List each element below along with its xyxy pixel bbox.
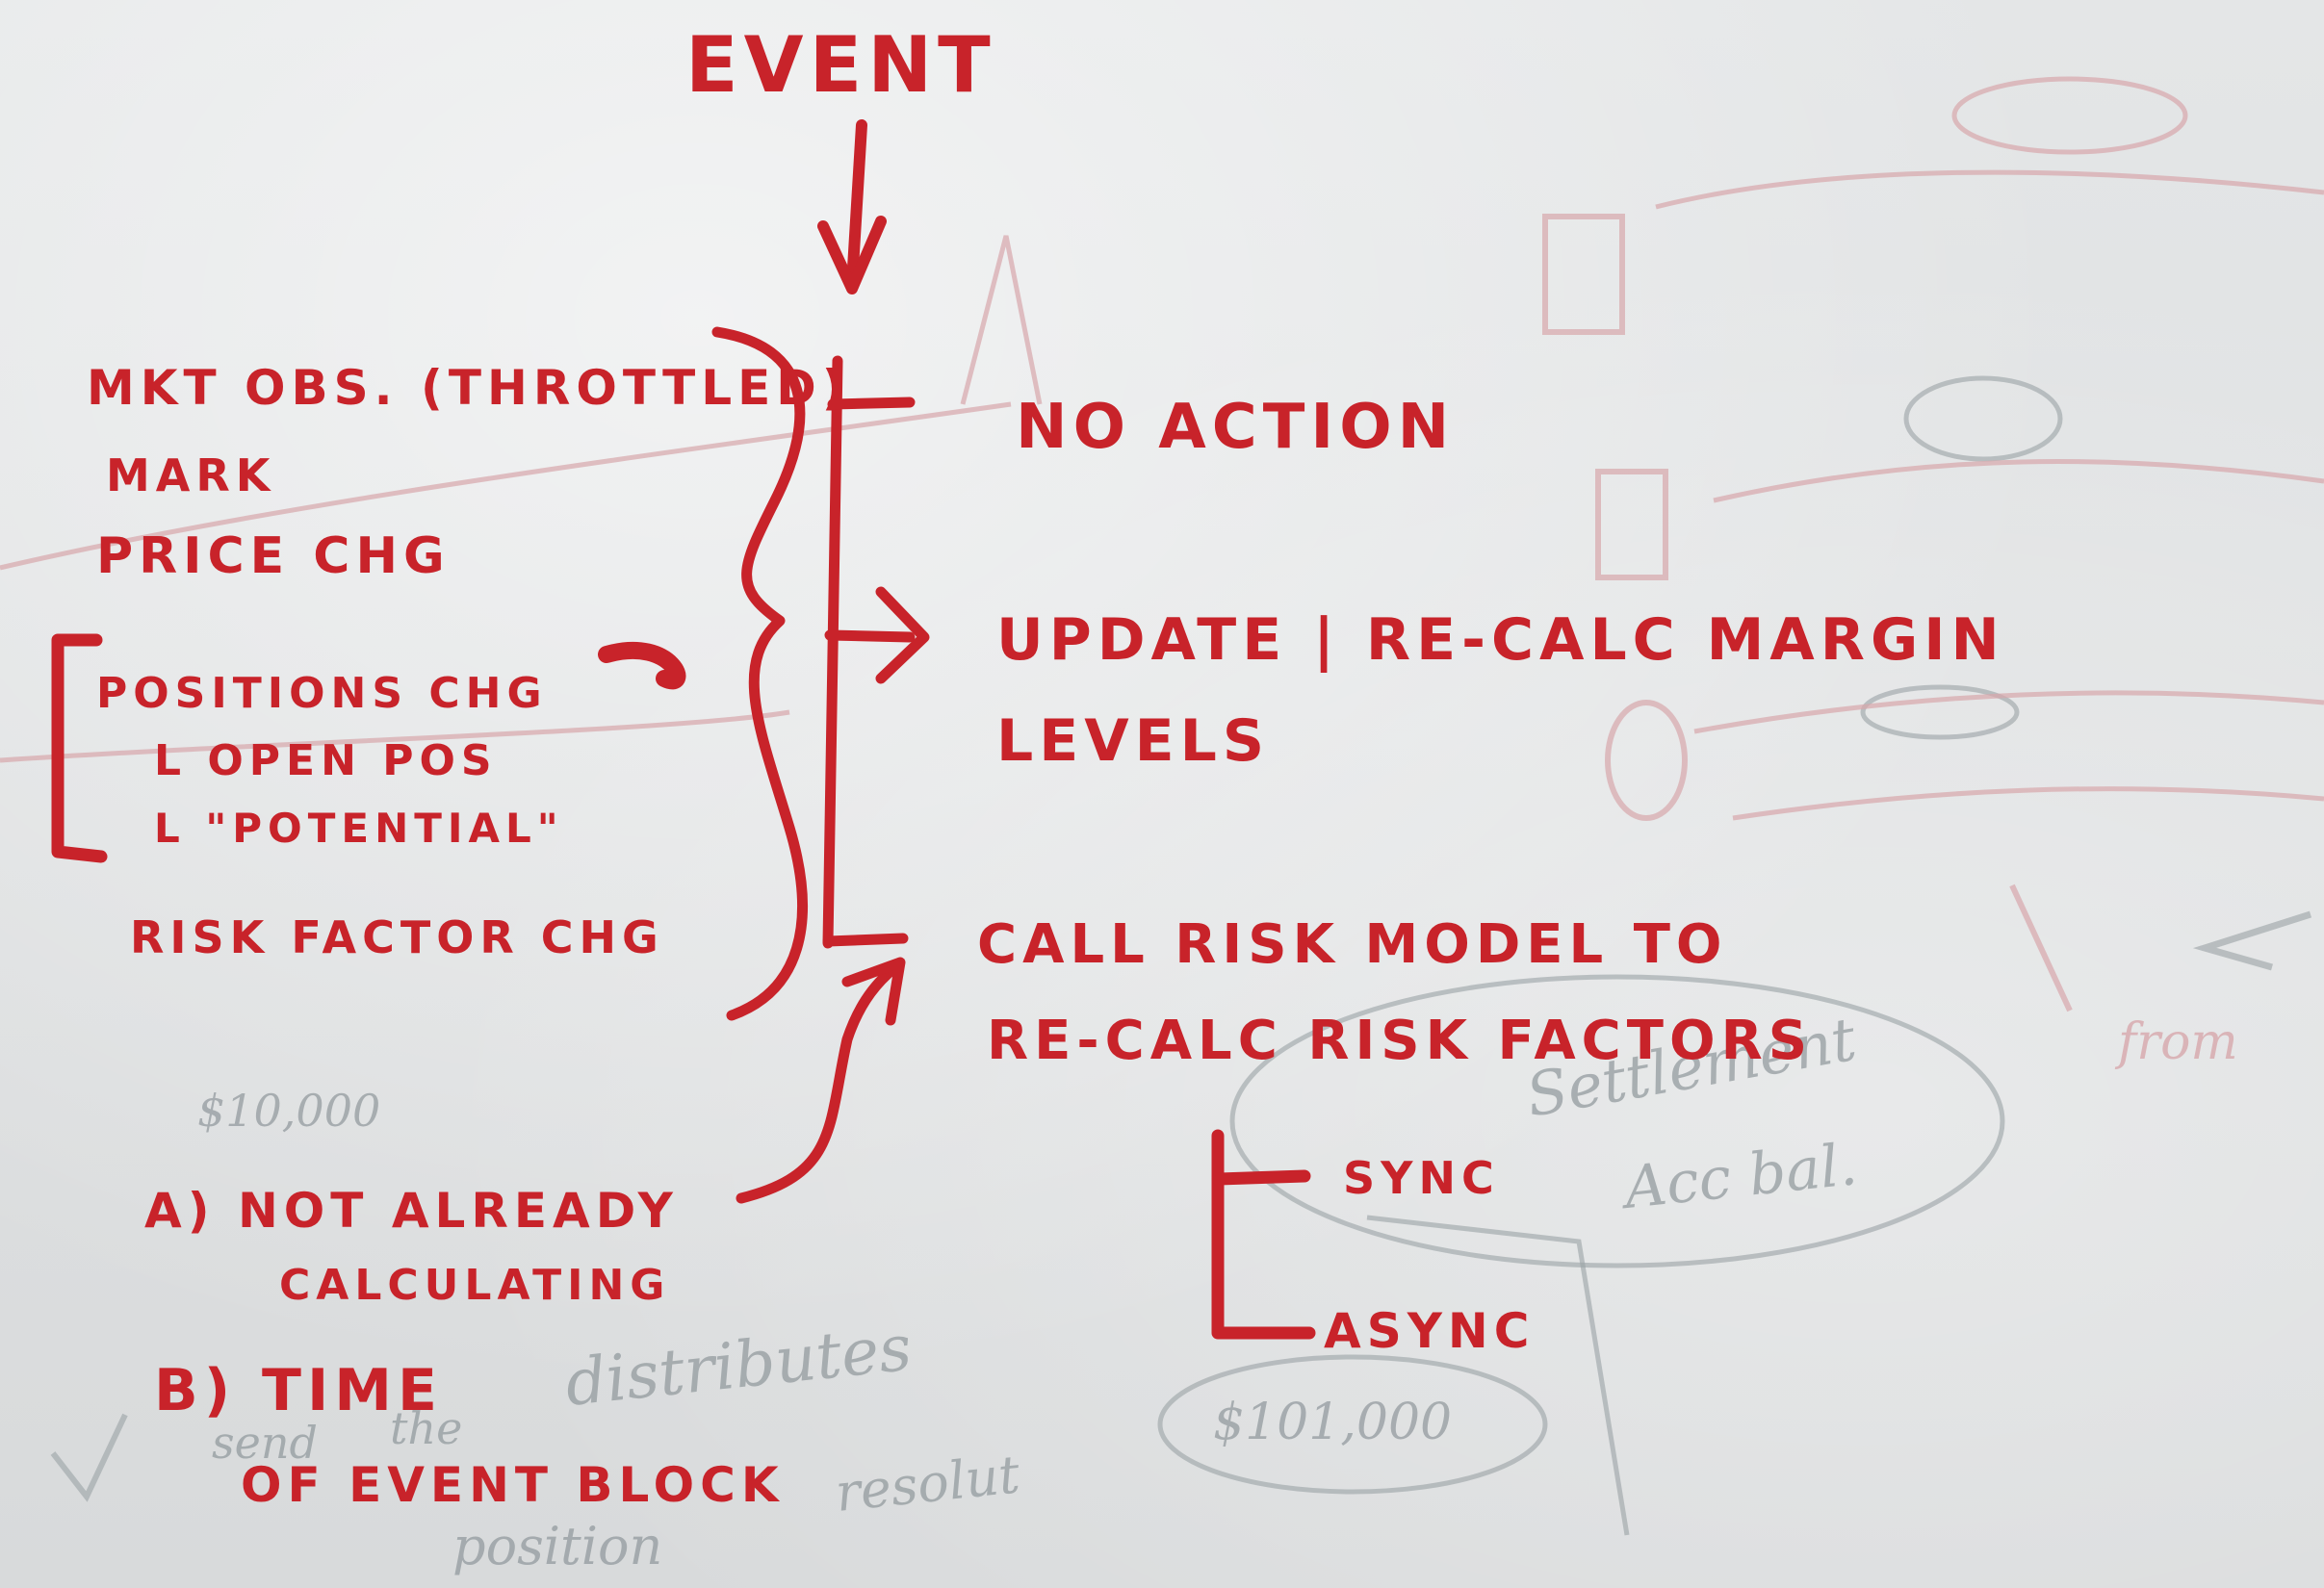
outcome-update-line1: UPDATE | RE-CALC MARGIN: [996, 606, 2005, 674]
faded-send: send: [212, 1417, 318, 1469]
faded-check-icon: [50, 1413, 128, 1502]
faded-line-1: [1655, 169, 2324, 210]
faded-line-4: [1732, 786, 2324, 821]
branch-update-arrow-icon: [875, 586, 930, 684]
tree-trunk: [822, 355, 843, 949]
input-risk-factor: RISK FACTOR CHG: [130, 911, 664, 963]
faded-box-3: [1605, 700, 1688, 821]
faded-oval-top: [1951, 76, 2188, 155]
input-positions: POSITIONS CHG: [96, 669, 548, 718]
faded-position: position: [452, 1516, 662, 1576]
event-arrow-shaft: [846, 119, 867, 290]
input-mkt-obs: MKT OBS. (THROTTLED): [87, 360, 850, 416]
faded-amount-oval: [1157, 1354, 1548, 1495]
condition-b-line1: B) TIME: [154, 1357, 443, 1424]
inputs-brace: [711, 326, 808, 1021]
outcome-no-action: NO ACTION: [1016, 392, 1455, 463]
faded-line-6: [0, 709, 790, 763]
positions-smudge: [598, 641, 686, 690]
branch-call: [822, 933, 909, 947]
outcome-update-line2: LEVELS: [996, 707, 1270, 775]
input-mark: MARK: [106, 449, 275, 501]
faded-line-3: [1693, 690, 2324, 734]
faded-oval-mid: [1903, 375, 2063, 462]
faded-from: from: [2114, 1013, 2238, 1071]
conditions-arrow-shaft: [736, 961, 901, 1204]
outcome-call-line2: RE-CALC RISK FACTORS: [987, 1010, 1813, 1072]
branch-no-action: [827, 397, 916, 410]
faded-big-oval: [1229, 974, 2005, 1268]
sync-async-bracket: [1211, 1129, 1316, 1340]
branch-update-shaft: [824, 629, 916, 643]
faded-line-2: [1713, 459, 2324, 503]
faded-resolution: resolut: [833, 1444, 1023, 1524]
event-title: EVENT: [685, 20, 996, 110]
outcome-async: ASYNC: [1324, 1303, 1535, 1359]
faded-grey-arrow: [2192, 910, 2312, 971]
faded-the: the: [390, 1402, 462, 1454]
faded-sketches: [0, 76, 2324, 1536]
sync-branch: [1211, 1169, 1311, 1186]
input-open-pos: L OPEN POS: [154, 736, 498, 785]
input-price-chg: PRICE CHG: [96, 527, 451, 585]
conditions-arrow-head-icon: [841, 957, 906, 1026]
faded-oval-lower: [1860, 684, 2020, 740]
positions-bracket: [51, 633, 108, 863]
outcome-call-line1: CALL RISK MODEL TO: [977, 913, 1728, 976]
faded-box-2: [1595, 469, 1668, 580]
faded-amount-2: $101,000: [1213, 1394, 1452, 1451]
condition-a-line2: CALCULATING: [279, 1261, 670, 1310]
input-potential: L "POTENTIAL": [154, 805, 564, 852]
faded-line-5: [0, 401, 1012, 571]
event-arrow-head-icon: [817, 216, 887, 295]
condition-a-line1: A) NOT ALREADY: [144, 1183, 679, 1239]
faded-box-1: [1542, 214, 1625, 335]
faded-amount-1: $10,000: [197, 1085, 380, 1137]
condition-b-line2: OF EVENT BLOCK: [241, 1457, 785, 1513]
faded-bracket-line: [1366, 1215, 1630, 1536]
main-diagram: EVENT MKT OBS. (THROTTLED) MARK PRICE CH…: [51, 20, 2005, 1513]
faded-peak: [960, 235, 1043, 405]
faded-arrow-shaft: [2009, 884, 2073, 1012]
faded-distributes: distributes: [562, 1311, 916, 1421]
outcome-sync: SYNC: [1343, 1152, 1500, 1204]
faded-acc-bal: Acc bal.: [1616, 1131, 1860, 1222]
